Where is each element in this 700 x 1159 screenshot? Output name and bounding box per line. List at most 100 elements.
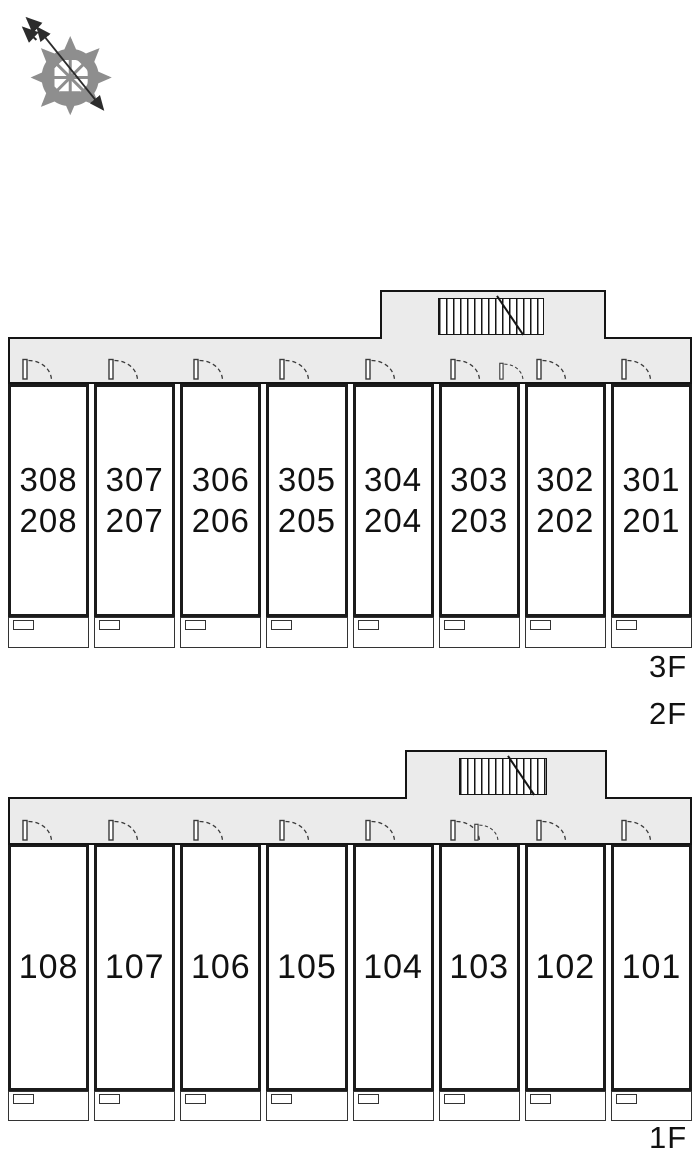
room-unit: 302 202 [524,384,606,617]
corridor-bay [353,799,434,843]
floor-label-2f: 2F [649,696,688,731]
equipment-box-icon [185,620,207,630]
room-unit: 304 204 [352,384,434,617]
room-unit: 301 201 [610,384,692,617]
corridor-bay [438,799,519,843]
floor-plan-1f: 108 107 106 105 104 103 102 101 [8,750,692,1122]
floor-label-1f: 1F [649,1120,688,1155]
door-swing-icon [536,357,568,381]
balcony-cell [8,1091,90,1121]
corridor-bay [10,799,91,843]
corridor-bay [10,339,91,382]
door-swing-icon [107,357,140,381]
door-swing-icon [193,818,225,842]
unit-number-2f: 207 [105,501,164,539]
balcony-cell [180,617,262,648]
door-swing-icon [536,819,566,842]
corridor-bay [181,339,262,382]
equipment-box-icon [529,1094,551,1104]
corridor-bay [181,799,262,843]
room-unit: 101 [610,844,692,1091]
balcony-cell [266,1091,348,1121]
door-swing-icon [450,818,482,842]
unit-number-3f: 304 [364,461,423,499]
unit-number-2f: 201 [622,501,681,539]
unit-number-3f: 308 [19,461,78,499]
unit-number-2f: 203 [450,501,509,539]
room-unit: 305 205 [266,384,348,617]
unit-number-3f: 305 [277,461,336,499]
balcony-cell [610,1091,692,1121]
equipment-box-icon [529,620,551,630]
door-swing-icon [279,358,310,381]
door-swing-icon [22,357,54,381]
balcony-cell [524,617,606,648]
balcony-cell [438,1091,520,1121]
door-swing-icon [107,818,140,842]
door-swing-icon [193,358,224,381]
equipment-box-icon [615,620,637,630]
unit-number-1f: 105 [277,947,337,986]
door-swing-icon [22,358,53,381]
unit-number-3f: 306 [191,461,250,499]
door-swing-icon [364,358,395,381]
floor-label-3f: 3F [649,649,688,684]
unit-number-1f: 101 [621,947,682,986]
unit-number-1f: 104 [363,947,423,986]
corridor-bay [96,339,177,382]
unit-number-3f: 303 [450,461,509,499]
stairwell-bump [405,750,607,799]
equipment-box-icon [443,1094,465,1104]
balcony-cell [438,617,520,648]
door-swing-icon [279,819,310,842]
door-swing-icon [279,818,311,842]
corridor [8,337,692,384]
equipment-box-icon [615,1094,637,1104]
balcony-cell [94,617,176,648]
unit-number-2f: 204 [364,501,423,539]
door-swing-icon [364,819,395,842]
floor-plan-2f-3f: 308 208 307 207 306 206 305 205 304 204 … [8,290,692,652]
balcony-strip [8,617,692,648]
equipment-box-icon [13,1094,34,1104]
door-swing-icon [474,823,499,841]
rooms-row: 308 208 307 207 306 206 305 205 304 204 … [8,384,692,617]
room-unit: 103 [438,844,520,1091]
stairwell-bump [380,290,606,339]
unit-number-2f: 206 [191,501,250,539]
equipment-box-icon [357,620,379,630]
room-unit: 107 [94,844,176,1091]
unit-number-1f: 102 [535,947,596,986]
door-swing-icon [536,818,568,842]
door-swing-icon [536,358,566,381]
corridor-bay [524,339,605,382]
room-unit: 306 206 [180,384,262,617]
unit-number-3f: 307 [105,461,164,499]
door-swing-icon [450,357,482,381]
balcony-cell [94,1091,176,1121]
corridor-bay [96,799,177,843]
door-swing-icon [364,357,397,381]
unit-number-3f: 302 [536,461,595,499]
door-swing-icon [621,818,653,842]
corridor-bay [609,339,690,382]
room-unit: 108 [8,844,90,1091]
room-unit: 102 [524,844,606,1091]
corridor-bay [353,339,434,382]
unit-number-2f: 202 [536,501,595,539]
door-swing-icon [193,357,225,381]
stair-door-swing-icon [474,822,500,842]
room-unit: 303 203 [438,384,520,617]
room-unit: 105 [266,844,348,1091]
unit-number-1f: 108 [18,947,79,986]
equipment-box-icon [99,1094,121,1104]
door-swing-icon [364,818,397,842]
corridor-bay [609,799,690,843]
equipment-box-icon [99,620,121,630]
unit-number-1f: 106 [190,947,251,986]
door-swing-icon [499,362,524,380]
door-swing-icon [107,358,138,381]
door-swing-icon [621,358,652,381]
stair-door-swing-icon [499,361,525,381]
